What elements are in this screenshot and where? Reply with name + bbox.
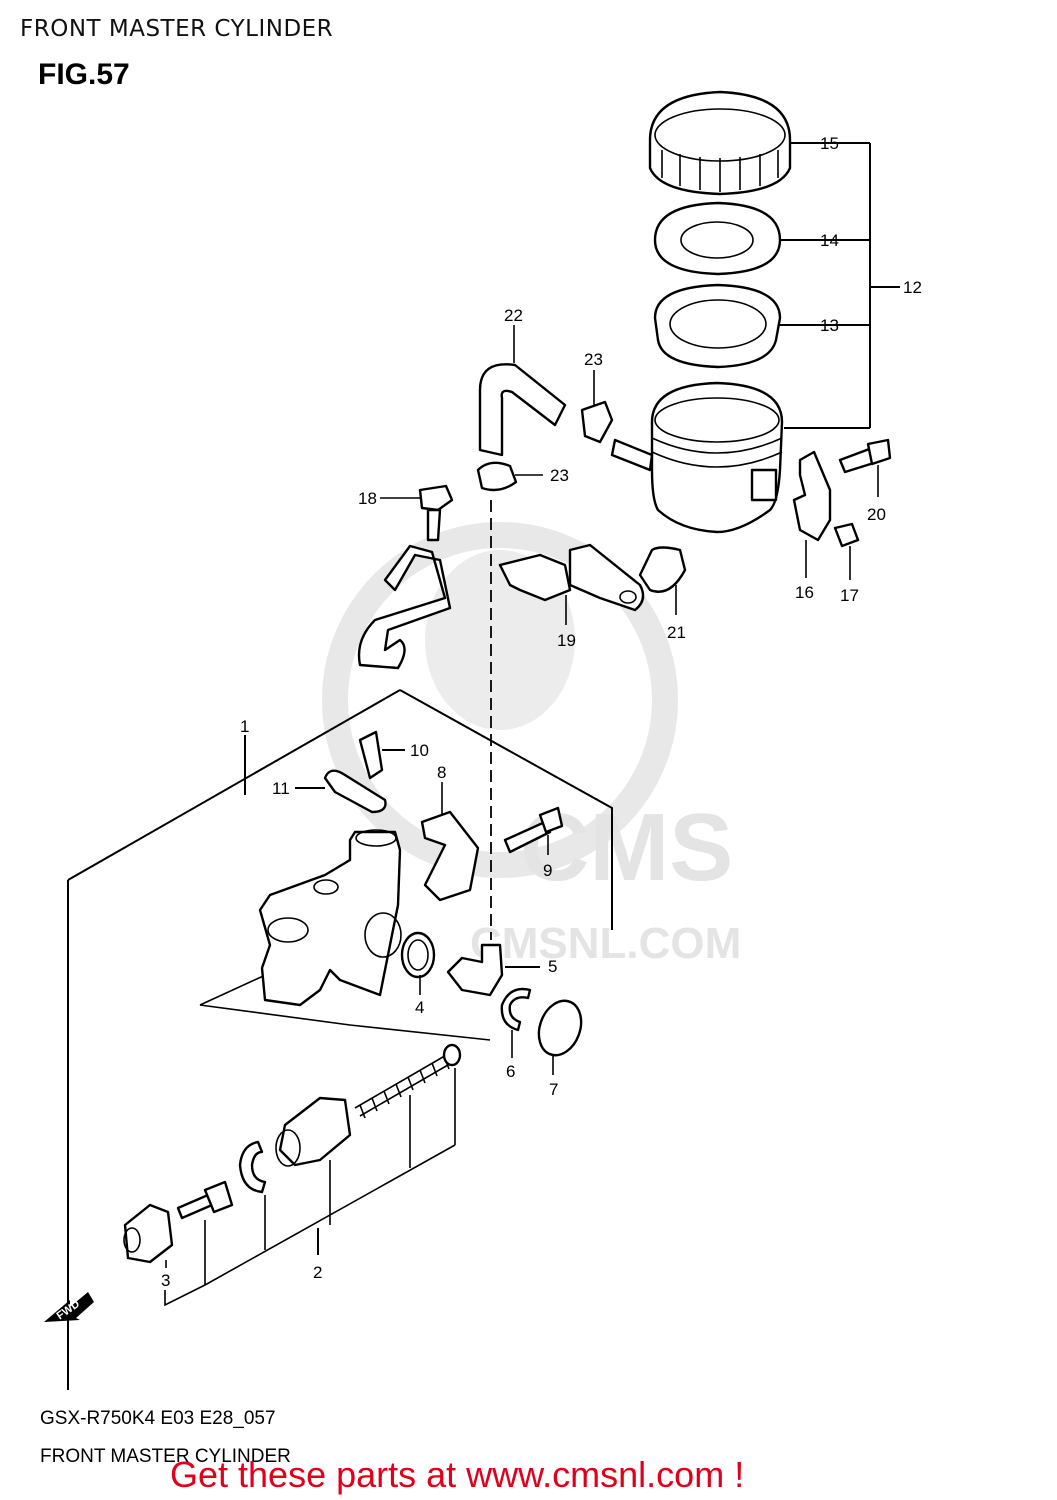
bolt-18 bbox=[418, 484, 454, 542]
callout-22: 22 bbox=[504, 306, 523, 325]
callout-10: 10 bbox=[410, 741, 429, 760]
bleeder-cap bbox=[295, 769, 387, 814]
master-cylinder-body bbox=[258, 829, 402, 1007]
callout-labels: 1 2 3 4 5 6 7 8 9 10 11 12 13 14 15 16 1… bbox=[161, 134, 922, 1290]
callout-14: 14 bbox=[820, 231, 839, 250]
leader-lines bbox=[165, 325, 879, 1268]
callout-18: 18 bbox=[358, 489, 377, 508]
callout-1: 1 bbox=[240, 717, 249, 736]
page-title: FRONT MASTER CYLINDER bbox=[20, 16, 334, 42]
callout-13: 13 bbox=[820, 316, 839, 335]
piston-spring bbox=[354, 1043, 462, 1119]
hose-clamp-lower bbox=[476, 461, 518, 492]
callout-5: 5 bbox=[548, 957, 557, 976]
callout-9: 9 bbox=[543, 861, 552, 880]
callout-7: 7 bbox=[549, 1080, 558, 1099]
callout-3: 3 bbox=[161, 1271, 170, 1290]
dust-boot bbox=[123, 1203, 174, 1264]
callout-20: 20 bbox=[867, 505, 886, 524]
hose-clamp-upper bbox=[580, 400, 614, 444]
reservoir-cap bbox=[648, 90, 792, 196]
bolt-20 bbox=[838, 438, 892, 474]
circlip-lower bbox=[238, 1140, 267, 1194]
reservoir-bracket bbox=[498, 543, 645, 612]
callout-12: 12 bbox=[903, 278, 922, 297]
push-rod bbox=[176, 1180, 234, 1220]
reservoir-body bbox=[610, 381, 784, 534]
callout-15: 15 bbox=[820, 134, 839, 153]
callout-23-upper: 23 bbox=[584, 350, 603, 369]
callout-17: 17 bbox=[840, 586, 859, 605]
screw-17 bbox=[833, 522, 860, 548]
o-ring bbox=[400, 931, 436, 979]
primary-piston bbox=[275, 1096, 352, 1167]
brake-hose-guide bbox=[357, 544, 452, 670]
washer-plate bbox=[537, 999, 583, 1057]
piston-kit-bracket bbox=[164, 1068, 456, 1307]
callout-6: 6 bbox=[506, 1062, 515, 1081]
forward-arrow-icon: FWD bbox=[44, 1292, 94, 1322]
callout-11: 11 bbox=[272, 779, 290, 798]
cta-link[interactable]: Get these parts at www.cmsnl.com ! bbox=[170, 1454, 745, 1495]
callout-4: 4 bbox=[415, 998, 424, 1017]
callout-8: 8 bbox=[437, 763, 446, 782]
callout-2: 2 bbox=[313, 1263, 322, 1282]
diaphragm-plate bbox=[653, 201, 782, 276]
figure-number: FIG.57 bbox=[38, 58, 130, 91]
holder-bolt bbox=[503, 806, 564, 854]
bleeder-screw bbox=[358, 730, 405, 780]
diagram-code: GSX-R750K4 E03 E28_057 bbox=[40, 1408, 276, 1429]
hose-connector bbox=[446, 943, 540, 997]
circlip-upper bbox=[500, 987, 532, 1032]
reservoir-group-bracket bbox=[775, 142, 900, 429]
reservoir-hose bbox=[478, 363, 567, 457]
master-cylinder-holder bbox=[420, 810, 480, 902]
callout-21: 21 bbox=[667, 623, 686, 642]
diaphragm bbox=[653, 283, 782, 369]
callout-23-lower: 23 bbox=[550, 466, 569, 485]
reservoir-grommet bbox=[638, 546, 687, 593]
watermark: CMS CMSNL.COM bbox=[322, 522, 741, 968]
reservoir-stay bbox=[792, 450, 832, 542]
diagram-caption: FRONT MASTER CYLINDER bbox=[40, 1446, 291, 1467]
callout-16: 16 bbox=[795, 583, 814, 602]
callout-19: 19 bbox=[557, 631, 576, 650]
watermark-site: CMSNL.COM bbox=[470, 919, 741, 968]
